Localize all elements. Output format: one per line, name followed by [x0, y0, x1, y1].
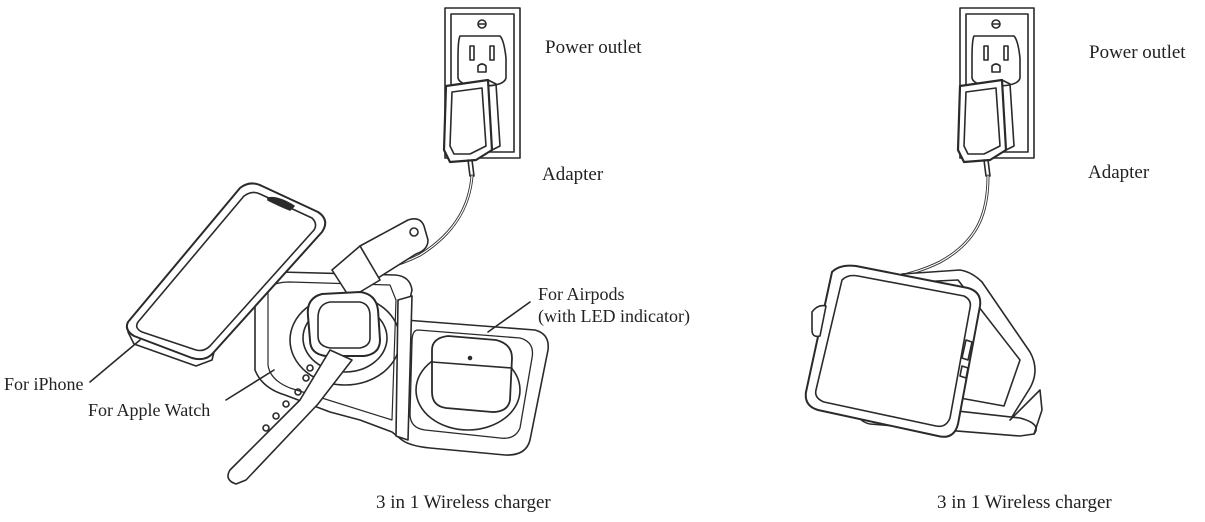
for-airpods-label: For Airpods: [538, 284, 625, 304]
led-indicator-label: (with LED indicator): [538, 306, 690, 326]
left-iphone-drawing: [89, 182, 327, 383]
left-adapter-label: Adapter: [542, 164, 604, 185]
left-charger-drawing: [254, 271, 550, 456]
right-adapter-drawing: [900, 78, 1015, 278]
for-apple-watch-label: For Apple Watch: [88, 400, 211, 420]
left-apple-watch-drawing: [225, 218, 429, 485]
for-iphone-label: For iPhone: [4, 374, 84, 394]
right-adapter-label: Adapter: [1088, 162, 1150, 183]
right-figure-caption: 3 in 1 Wireless charger: [937, 492, 1112, 513]
right-charger-stand-drawing: [804, 264, 1043, 438]
left-figure-caption: 3 in 1 Wireless charger: [376, 492, 551, 513]
left-adapter-drawing: [328, 78, 501, 282]
left-power-outlet-label: Power outlet: [545, 37, 642, 58]
right-power-outlet-label: Power outlet: [1089, 42, 1186, 63]
